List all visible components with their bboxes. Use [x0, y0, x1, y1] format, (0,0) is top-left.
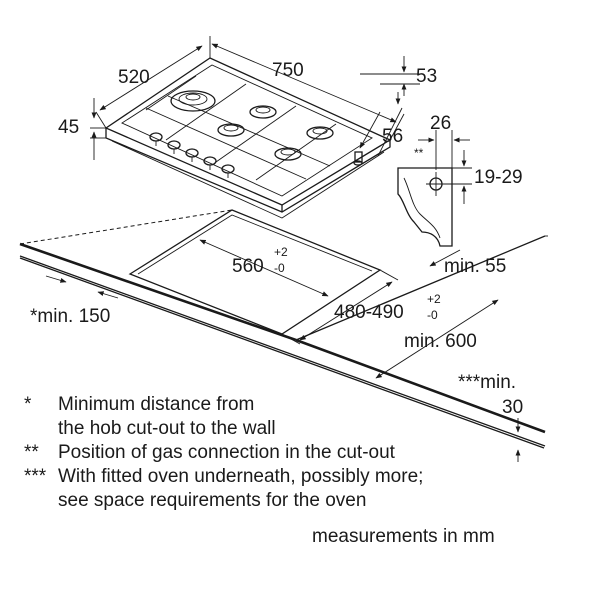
footnote-line: the hob cut-out to the wall	[24, 417, 584, 441]
dim-worktop-thickness-label: ***min.	[458, 372, 516, 393]
footnote-line: ** Position of gas connection in the cut…	[24, 441, 584, 465]
footnote-text: Minimum distance from	[58, 394, 255, 415]
dim-cutout-width-tol-plus: +2	[274, 245, 288, 259]
dim-width: 750	[272, 60, 304, 81]
dim-height: 45	[58, 117, 79, 138]
footnote-text: With fitted oven underneath, possibly mo…	[58, 466, 424, 487]
units-note: measurements in mm	[312, 526, 495, 547]
dim-worktop-thickness: 30	[502, 397, 523, 418]
burner	[306, 126, 334, 140]
worktop-illustration	[19, 209, 546, 449]
footnote-mark: ***	[24, 466, 47, 487]
control-knobs	[149, 132, 235, 178]
dim-side-offset: 56	[382, 126, 403, 147]
dim-worktop-depth: min. 600	[404, 331, 477, 352]
gas-connection-detail	[397, 130, 472, 247]
footnote-text: see space requirements for the oven	[58, 490, 367, 511]
footnote-line: * Minimum distance from	[24, 393, 584, 417]
burner	[274, 147, 302, 161]
burner	[249, 105, 277, 119]
dim-worktop-edge: min. 55	[444, 256, 506, 277]
dim-cutout-depth-tol-minus: -0	[427, 308, 438, 322]
dim-wall-distance: *min. 150	[30, 306, 110, 327]
dim-gas-height: 19-29	[474, 167, 523, 188]
footnote-text: the hob cut-out to the wall	[58, 418, 276, 439]
dim-cutout-width: 560	[232, 256, 264, 277]
dimension-lines-worktop	[45, 235, 548, 462]
footnote-line: see space requirements for the oven	[24, 489, 584, 513]
burner-wok	[170, 90, 216, 112]
footnote-mark: **	[24, 442, 39, 463]
dim-depth: 520	[118, 67, 150, 88]
dimension-lines-hob	[90, 36, 420, 160]
footnotes: * Minimum distance from the hob cut-out …	[24, 393, 584, 513]
gas-connection-stub	[353, 151, 363, 166]
footnote-line: *** With fitted oven underneath, possibl…	[24, 465, 584, 489]
dim-cutout-depth-tol-plus: +2	[427, 292, 441, 306]
burner	[217, 123, 245, 137]
footnote-mark: *	[24, 394, 32, 415]
gas-marker: **	[414, 146, 424, 160]
dim-cutout-depth: 480-490	[334, 302, 404, 323]
dim-gas-position: 26	[430, 113, 451, 134]
dim-cutout-width-tol-minus: -0	[274, 261, 285, 275]
dim-rear-offset: 53	[416, 66, 437, 87]
footnote-text: Position of gas connection in the cut-ou…	[58, 442, 395, 463]
